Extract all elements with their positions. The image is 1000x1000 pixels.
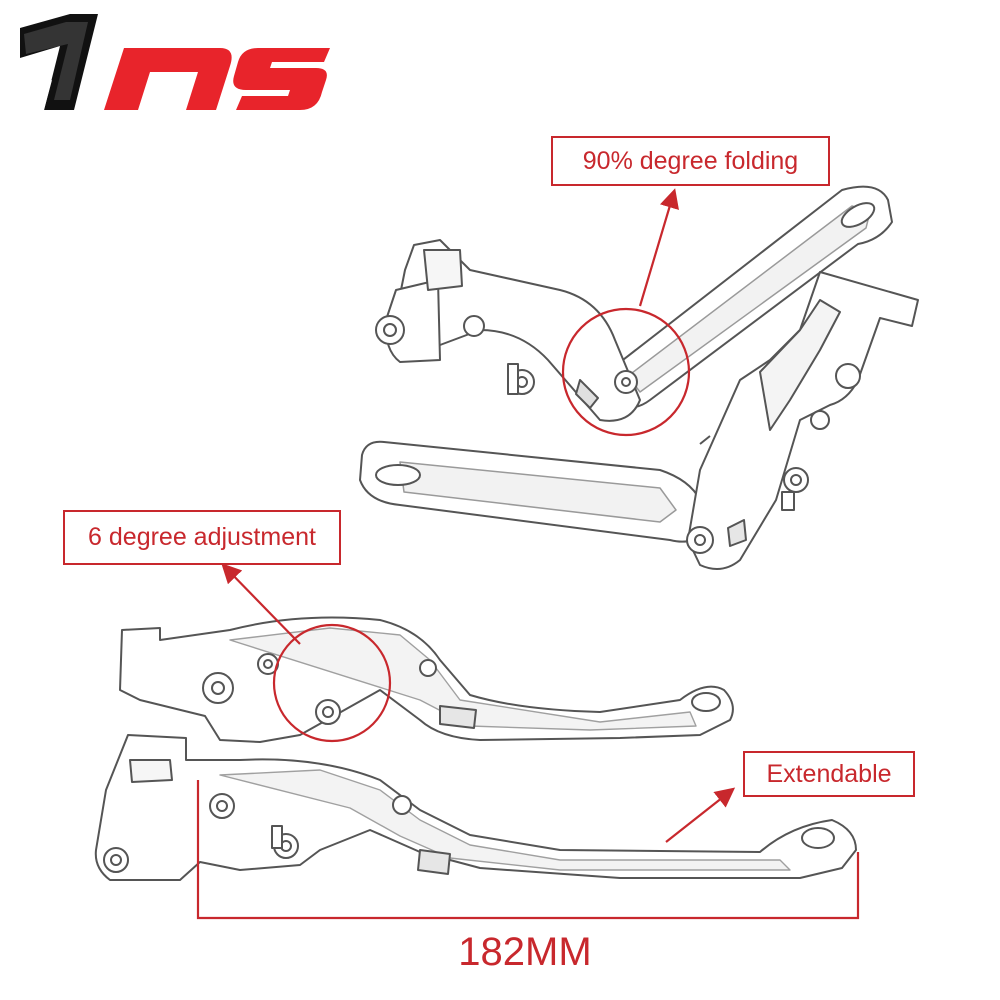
lever-lower-1 (119, 616, 734, 743)
extendable-arrow (665, 787, 736, 843)
dimension-label: 182MM (458, 930, 592, 974)
dimension-bracket (196, 780, 860, 920)
callout-folding: 90% degree folding (551, 136, 830, 186)
folding-highlight-circle (561, 307, 691, 437)
folding-arrow (638, 188, 679, 307)
callout-extendable: Extendable (743, 751, 915, 797)
lever-middle (359, 271, 919, 570)
adjustment-arrow (221, 563, 301, 645)
lever-lower-2 (94, 734, 857, 881)
adjustment-highlight-circle (272, 623, 392, 743)
lever-top (375, 185, 893, 422)
callout-adjustment: 6 degree adjustment (63, 510, 341, 565)
annotations (196, 188, 860, 920)
brand-logo (20, 14, 330, 110)
